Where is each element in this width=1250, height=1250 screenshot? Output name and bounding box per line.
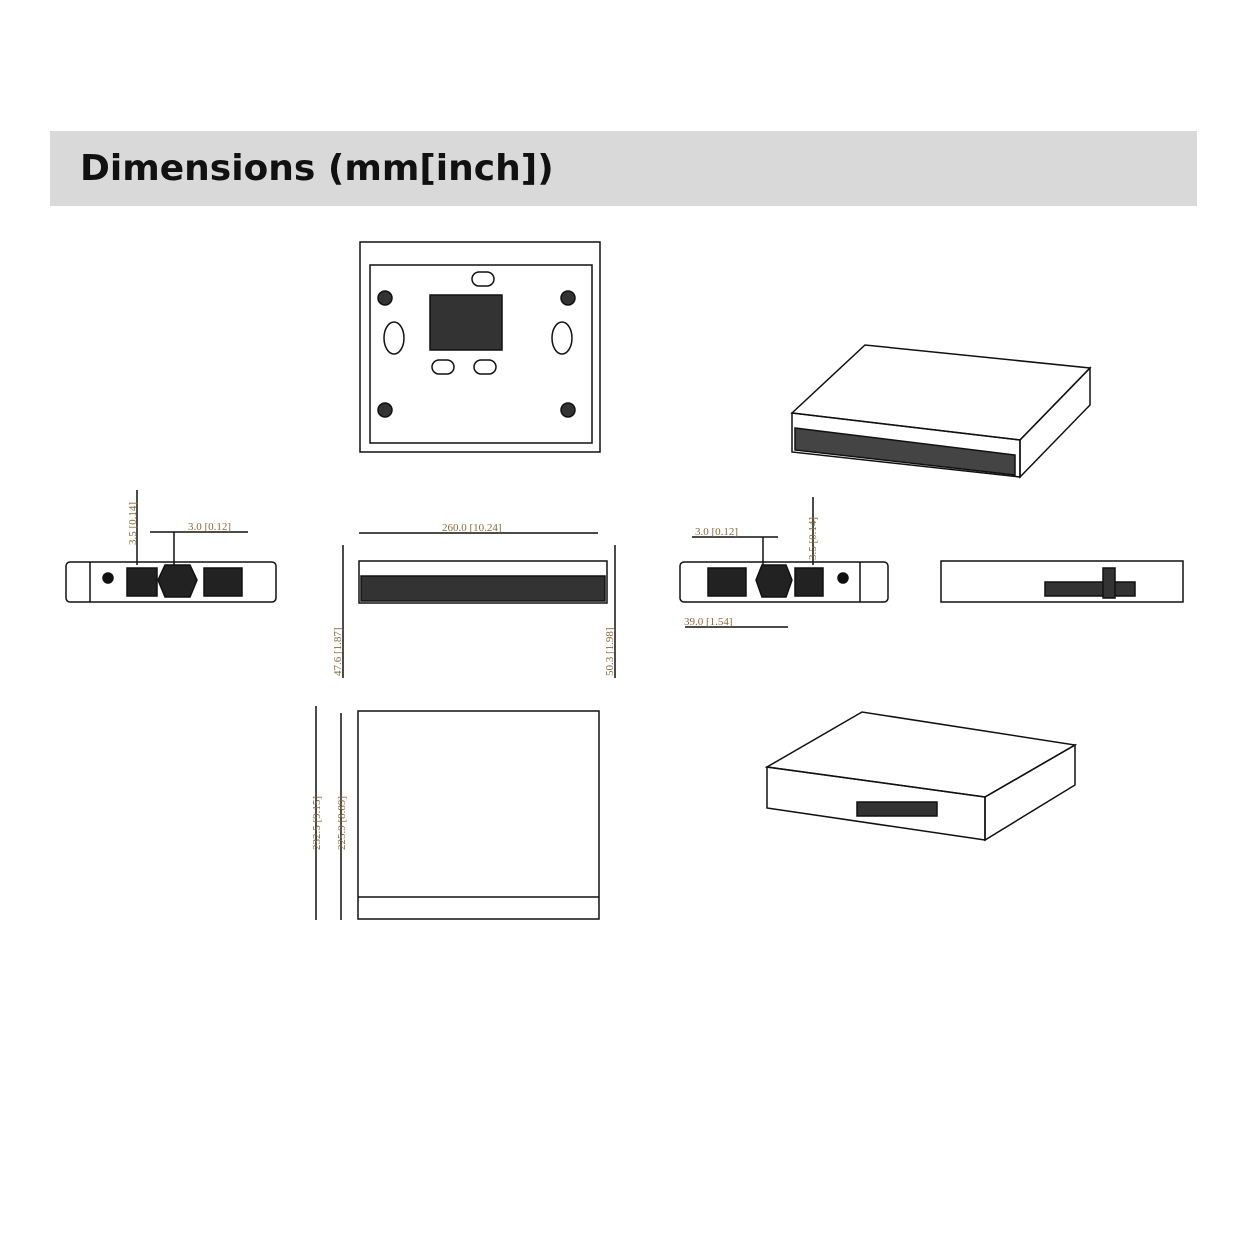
rear-view <box>940 560 1184 603</box>
front-isometric-view <box>790 344 1092 479</box>
front-view <box>342 532 616 678</box>
dim-right-offset: 3.5 [0.14] <box>807 517 819 560</box>
left-side-view <box>65 490 277 603</box>
dim-front-height-right: 50.3 [1.98] <box>604 627 616 676</box>
dim-left-offset: 3.5 [0.14] <box>127 502 139 545</box>
rear-isometric-view <box>764 711 1078 842</box>
dim-right-depth: 3.0 [0.12] <box>695 526 738 538</box>
section-header: Dimensions (mm[inch]) <box>50 131 1197 206</box>
dim-right-fan: 39.0 [1.54] <box>684 616 733 628</box>
dim-top-depth-total: 232.5 [9.15] <box>311 796 323 850</box>
top-view <box>315 706 600 920</box>
dim-left-depth: 3.0 [0.12] <box>188 521 231 533</box>
bottom-view-drawing <box>359 241 601 453</box>
right-side-view <box>679 497 889 628</box>
dim-front-height-left: 47.6 [1.87] <box>332 627 344 676</box>
section-title: Dimensions (mm[inch]) <box>80 148 554 189</box>
dim-front-width: 260.0 [10.24] <box>442 522 502 534</box>
dim-top-depth-body: 225.9 [8.89] <box>336 796 348 850</box>
